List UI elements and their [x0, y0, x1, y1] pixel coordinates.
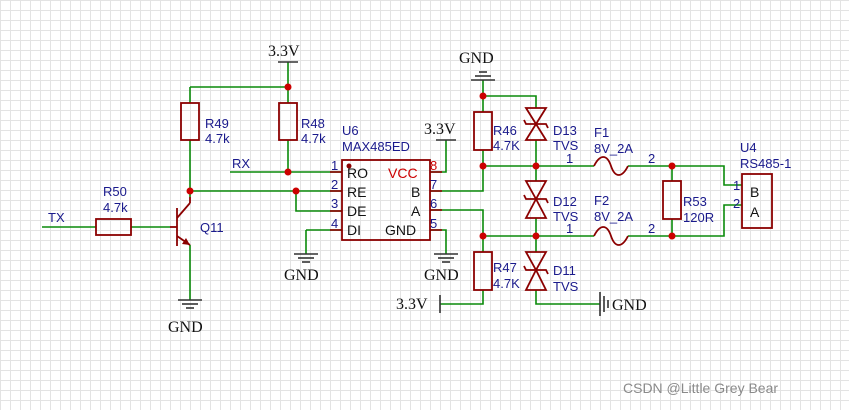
- net-tx: TX: [48, 210, 65, 225]
- f1-value: 8V_2A: [594, 141, 633, 156]
- u4-pin2-num: 2: [733, 196, 740, 211]
- u6-pin-4-num: 4: [331, 216, 338, 231]
- q11-ref: Q11: [200, 220, 224, 235]
- u6-pin-vcc: VCC: [388, 165, 418, 181]
- junction-dots: [186, 83, 676, 240]
- u6-part: MAX485ED: [342, 139, 410, 154]
- u6-pin-b: B: [411, 184, 420, 200]
- r48-value: 4.7k: [301, 131, 326, 146]
- u6-pin-5-num: 5: [430, 216, 437, 231]
- r49-ref: R49: [205, 116, 229, 131]
- u4-pin1-num: 1: [733, 178, 740, 193]
- r46-body: [473, 111, 493, 151]
- r50-body: [95, 218, 132, 236]
- gnd-di-label: GND: [284, 267, 319, 284]
- gnd-top-label: GND: [459, 50, 494, 67]
- u4-pin-a: A: [750, 204, 760, 220]
- u6-pin-gnd: GND: [385, 222, 416, 238]
- u6-pin1-marker: [346, 163, 352, 169]
- r53-ref: R53: [683, 194, 707, 209]
- net-rx: RX: [232, 156, 250, 171]
- u6-pin-de: DE: [347, 203, 366, 219]
- d13-ref: D13: [553, 123, 577, 138]
- u6-pin-2-num: 2: [331, 177, 338, 192]
- f2-value: 8V_2A: [594, 209, 633, 224]
- gnd-u6-label: GND: [424, 267, 459, 284]
- d11-value: TVS: [553, 279, 579, 294]
- r47-ref: R47: [493, 260, 517, 275]
- r53-body: [662, 180, 682, 220]
- f1-ref: F1: [594, 125, 609, 140]
- r48-ref: R48: [301, 116, 325, 131]
- gnd-top-symbol: [471, 71, 495, 81]
- u6-pin-di: DI: [347, 222, 361, 238]
- d13-value: TVS: [553, 138, 579, 153]
- u6-pin-7-num: 7: [430, 177, 437, 192]
- u6-body: [341, 159, 431, 241]
- u6-pin-a: A: [411, 203, 421, 219]
- r47-value: 4.7K: [493, 276, 520, 291]
- gnd-right-label: GND: [612, 297, 647, 314]
- r50-value: 4.7k: [103, 200, 128, 215]
- d13-tvs-symbol: [523, 107, 549, 141]
- u6-pin-re: RE: [347, 184, 366, 200]
- u4-pin-b: B: [750, 184, 759, 200]
- r46-ref: R46: [493, 123, 517, 138]
- r49-body: [180, 102, 200, 141]
- watermark: CSDN @Little Grey Bear: [623, 380, 778, 396]
- u4-body: [741, 173, 773, 229]
- f2-ref: F2: [594, 193, 609, 208]
- r46-value: 4.7K: [493, 138, 520, 153]
- vcc-top-label: 3.3V: [268, 43, 300, 60]
- d11-ref: D11: [553, 263, 576, 278]
- f2-fuse-symbol: [593, 226, 629, 246]
- u6-pin-ro: RO: [347, 165, 368, 181]
- gnd-u6-symbol: [434, 253, 458, 263]
- u4-ref: U4: [740, 140, 757, 155]
- r53-value: 120R: [683, 210, 714, 225]
- d12-value: TVS: [553, 209, 579, 224]
- q11-transistor-symbol: [170, 197, 191, 246]
- f1-pin1: 1: [566, 151, 573, 166]
- u6-ref: U6: [342, 123, 359, 138]
- r48-body: [278, 102, 298, 141]
- u6-pin-6-num: 6: [430, 196, 437, 211]
- gnd-q11-symbol: [178, 299, 202, 309]
- gnd-right-symbol: [599, 292, 609, 316]
- vcc-mid-label: 3.3V: [424, 121, 456, 138]
- u4-value: RS485-1: [740, 156, 791, 171]
- vcc-bottom-label: 3.3V: [396, 296, 428, 313]
- d12-ref: D12: [553, 194, 577, 209]
- r47-body: [473, 251, 493, 291]
- f2-pin1: 1: [566, 221, 573, 236]
- u6-pin-3-num: 3: [331, 196, 338, 211]
- f2-pin2: 2: [648, 221, 655, 236]
- gnd-q11-label: GND: [168, 319, 203, 336]
- u6-pin-8-num: 8: [430, 158, 437, 173]
- d12-tvs-symbol: [523, 180, 549, 219]
- d11-tvs-symbol: [523, 251, 549, 291]
- r49-value: 4.7k: [205, 131, 230, 146]
- wires: [42, 62, 742, 305]
- u6-pin-1-num: 1: [331, 158, 338, 173]
- f1-fuse-symbol: [593, 156, 629, 176]
- f1-pin2: 2: [648, 151, 655, 166]
- gnd-di-symbol: [294, 253, 318, 263]
- r50-ref: R50: [103, 184, 127, 199]
